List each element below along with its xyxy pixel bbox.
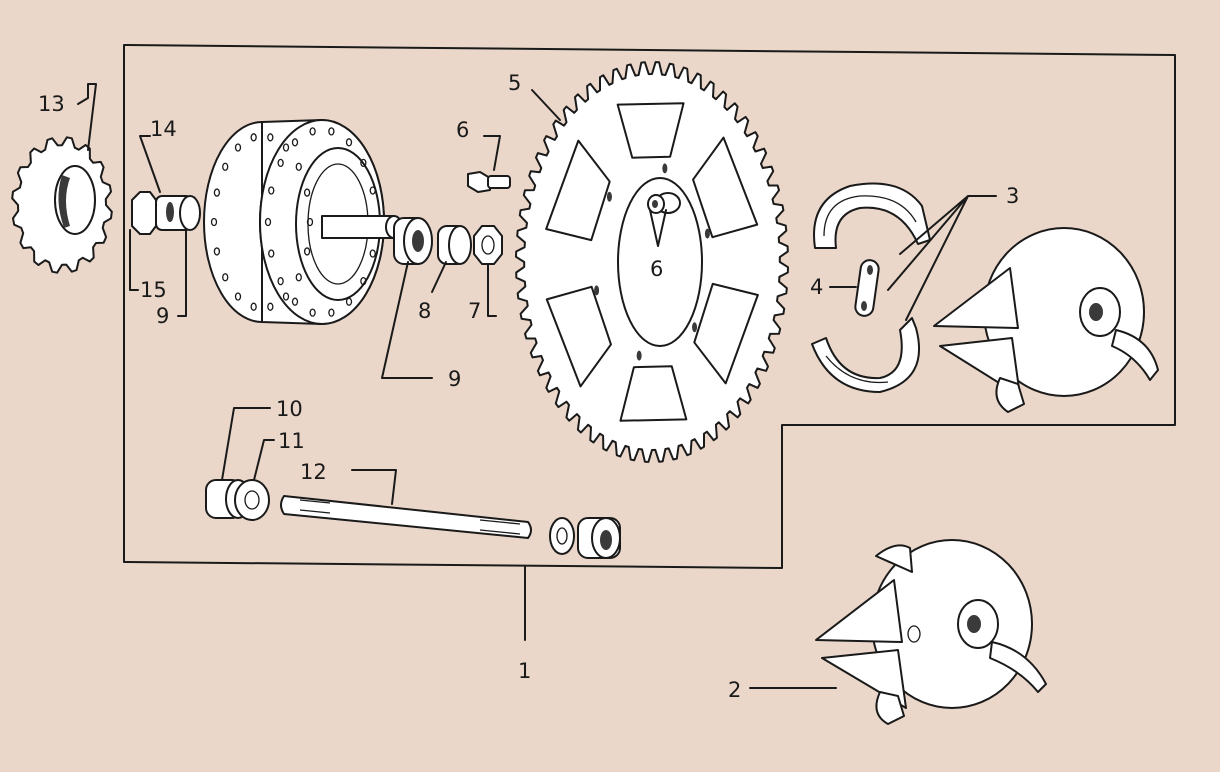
callout-10: 10 (276, 397, 303, 421)
leader-line-9a (177, 229, 187, 317)
hub-spoke-hole (234, 143, 242, 152)
leader-line-12 (351, 469, 397, 505)
callout-1: 1 (518, 659, 531, 683)
sprocket-window (692, 136, 759, 239)
callout-9b: 9 (448, 367, 461, 391)
hub-spoke-hole (345, 297, 353, 306)
hub-spoke-hole (277, 158, 284, 168)
large-sprocket (515, 61, 789, 463)
hub-spoke-hole (291, 297, 299, 306)
callout-2: 2 (728, 678, 741, 702)
sprocket-window (693, 282, 759, 385)
hub-spoke-hole (264, 217, 272, 227)
leader-line-14 (139, 135, 161, 193)
sprocket-window (545, 285, 612, 388)
leader-line-5 (531, 89, 561, 121)
callout-15: 15 (140, 278, 167, 302)
leader-line-15 (129, 229, 139, 291)
hub-spoke-hole (309, 308, 316, 317)
leader-line-3 (887, 195, 997, 321)
hub-spoke-hole (210, 217, 218, 227)
right-axle-spacers (549, 517, 621, 559)
hub-spoke-hole (213, 188, 221, 197)
hub-spoke-hole (328, 127, 335, 136)
hub-spoke-hole (267, 302, 274, 311)
callout-12: 12 (300, 460, 327, 484)
hub-spoke-hole (309, 127, 316, 136)
sprocket-bolt-hole (662, 163, 668, 174)
callout-6b: 6 (650, 257, 663, 281)
brake-spring (854, 259, 880, 317)
brake-plate-complete (815, 539, 1047, 725)
sprocket-bolt-hole (692, 322, 698, 333)
sprocket-bolt-hole (594, 285, 600, 296)
left-bearing-stack (131, 191, 201, 235)
small-sprocket (11, 136, 113, 274)
sprocket-bolt-hole (606, 191, 612, 202)
callout-4: 4 (810, 275, 823, 299)
hub-spoke-hole (291, 138, 299, 147)
hub-spoke-hole (268, 186, 275, 195)
callout-11: 11 (278, 429, 305, 453)
callout-7: 7 (468, 299, 481, 323)
hub-spoke-hole (328, 308, 335, 317)
hub-spoke-hole (282, 292, 290, 301)
callout-5: 5 (508, 71, 521, 95)
hub-spoke-hole (369, 186, 376, 195)
hub-spoke-hole (234, 292, 242, 301)
sprocket-bolt-hole (704, 228, 710, 239)
hub-spoke-hole (222, 162, 229, 171)
leader-line-9b (381, 261, 433, 379)
hub-spoke-hole (282, 143, 290, 152)
hub-spoke-hole (303, 247, 311, 256)
hub-spoke-hole (250, 302, 257, 311)
callout-9a: 9 (156, 304, 169, 328)
axle-shaft (280, 495, 532, 539)
sprocket-bolt (467, 171, 511, 193)
hub-spoke-hole (267, 133, 274, 142)
leader-line-6a (483, 135, 501, 171)
brake-shoes (811, 182, 931, 393)
sprocket-bolt-hole (636, 350, 642, 361)
hub-spoke-hole (369, 249, 376, 258)
callout-14: 14 (150, 117, 177, 141)
hub-spoke-hole (250, 133, 257, 142)
callout-3: 3 (1006, 184, 1019, 208)
callout-13: 13 (38, 92, 65, 116)
hub-spoke-hole (268, 249, 275, 258)
hub-spoke-hole (306, 217, 314, 227)
hub-spoke-hole (213, 247, 221, 256)
brake-plate-assembly (933, 227, 1159, 413)
right-bearing-spacer-nut (393, 217, 503, 265)
leader-line-13 (77, 83, 97, 151)
hub-spoke-hole (360, 158, 367, 168)
hub-spoke-hole (303, 188, 311, 197)
callout-6a: 6 (456, 118, 469, 142)
callout-8: 8 (418, 299, 431, 323)
hub-spoke-hole (345, 138, 353, 147)
wheel-hub (203, 119, 403, 325)
leader-line-11 (253, 439, 275, 481)
left-axle-spacers (205, 479, 270, 521)
leader-line-10 (221, 407, 271, 481)
sprocket-window (616, 102, 685, 159)
leader-line-7 (487, 263, 497, 317)
sprocket-window (619, 365, 688, 422)
hub-spoke-hole (360, 276, 367, 286)
assembly-boundary (123, 44, 1176, 569)
leader-line-6b (649, 209, 667, 247)
hub-spoke-hole (295, 273, 302, 282)
hub-spoke-hole (222, 273, 229, 282)
hub-spoke-hole (295, 162, 302, 171)
sprocket-window (545, 139, 611, 242)
hub-spoke-hole (277, 276, 284, 286)
leader-line-8 (431, 261, 447, 293)
